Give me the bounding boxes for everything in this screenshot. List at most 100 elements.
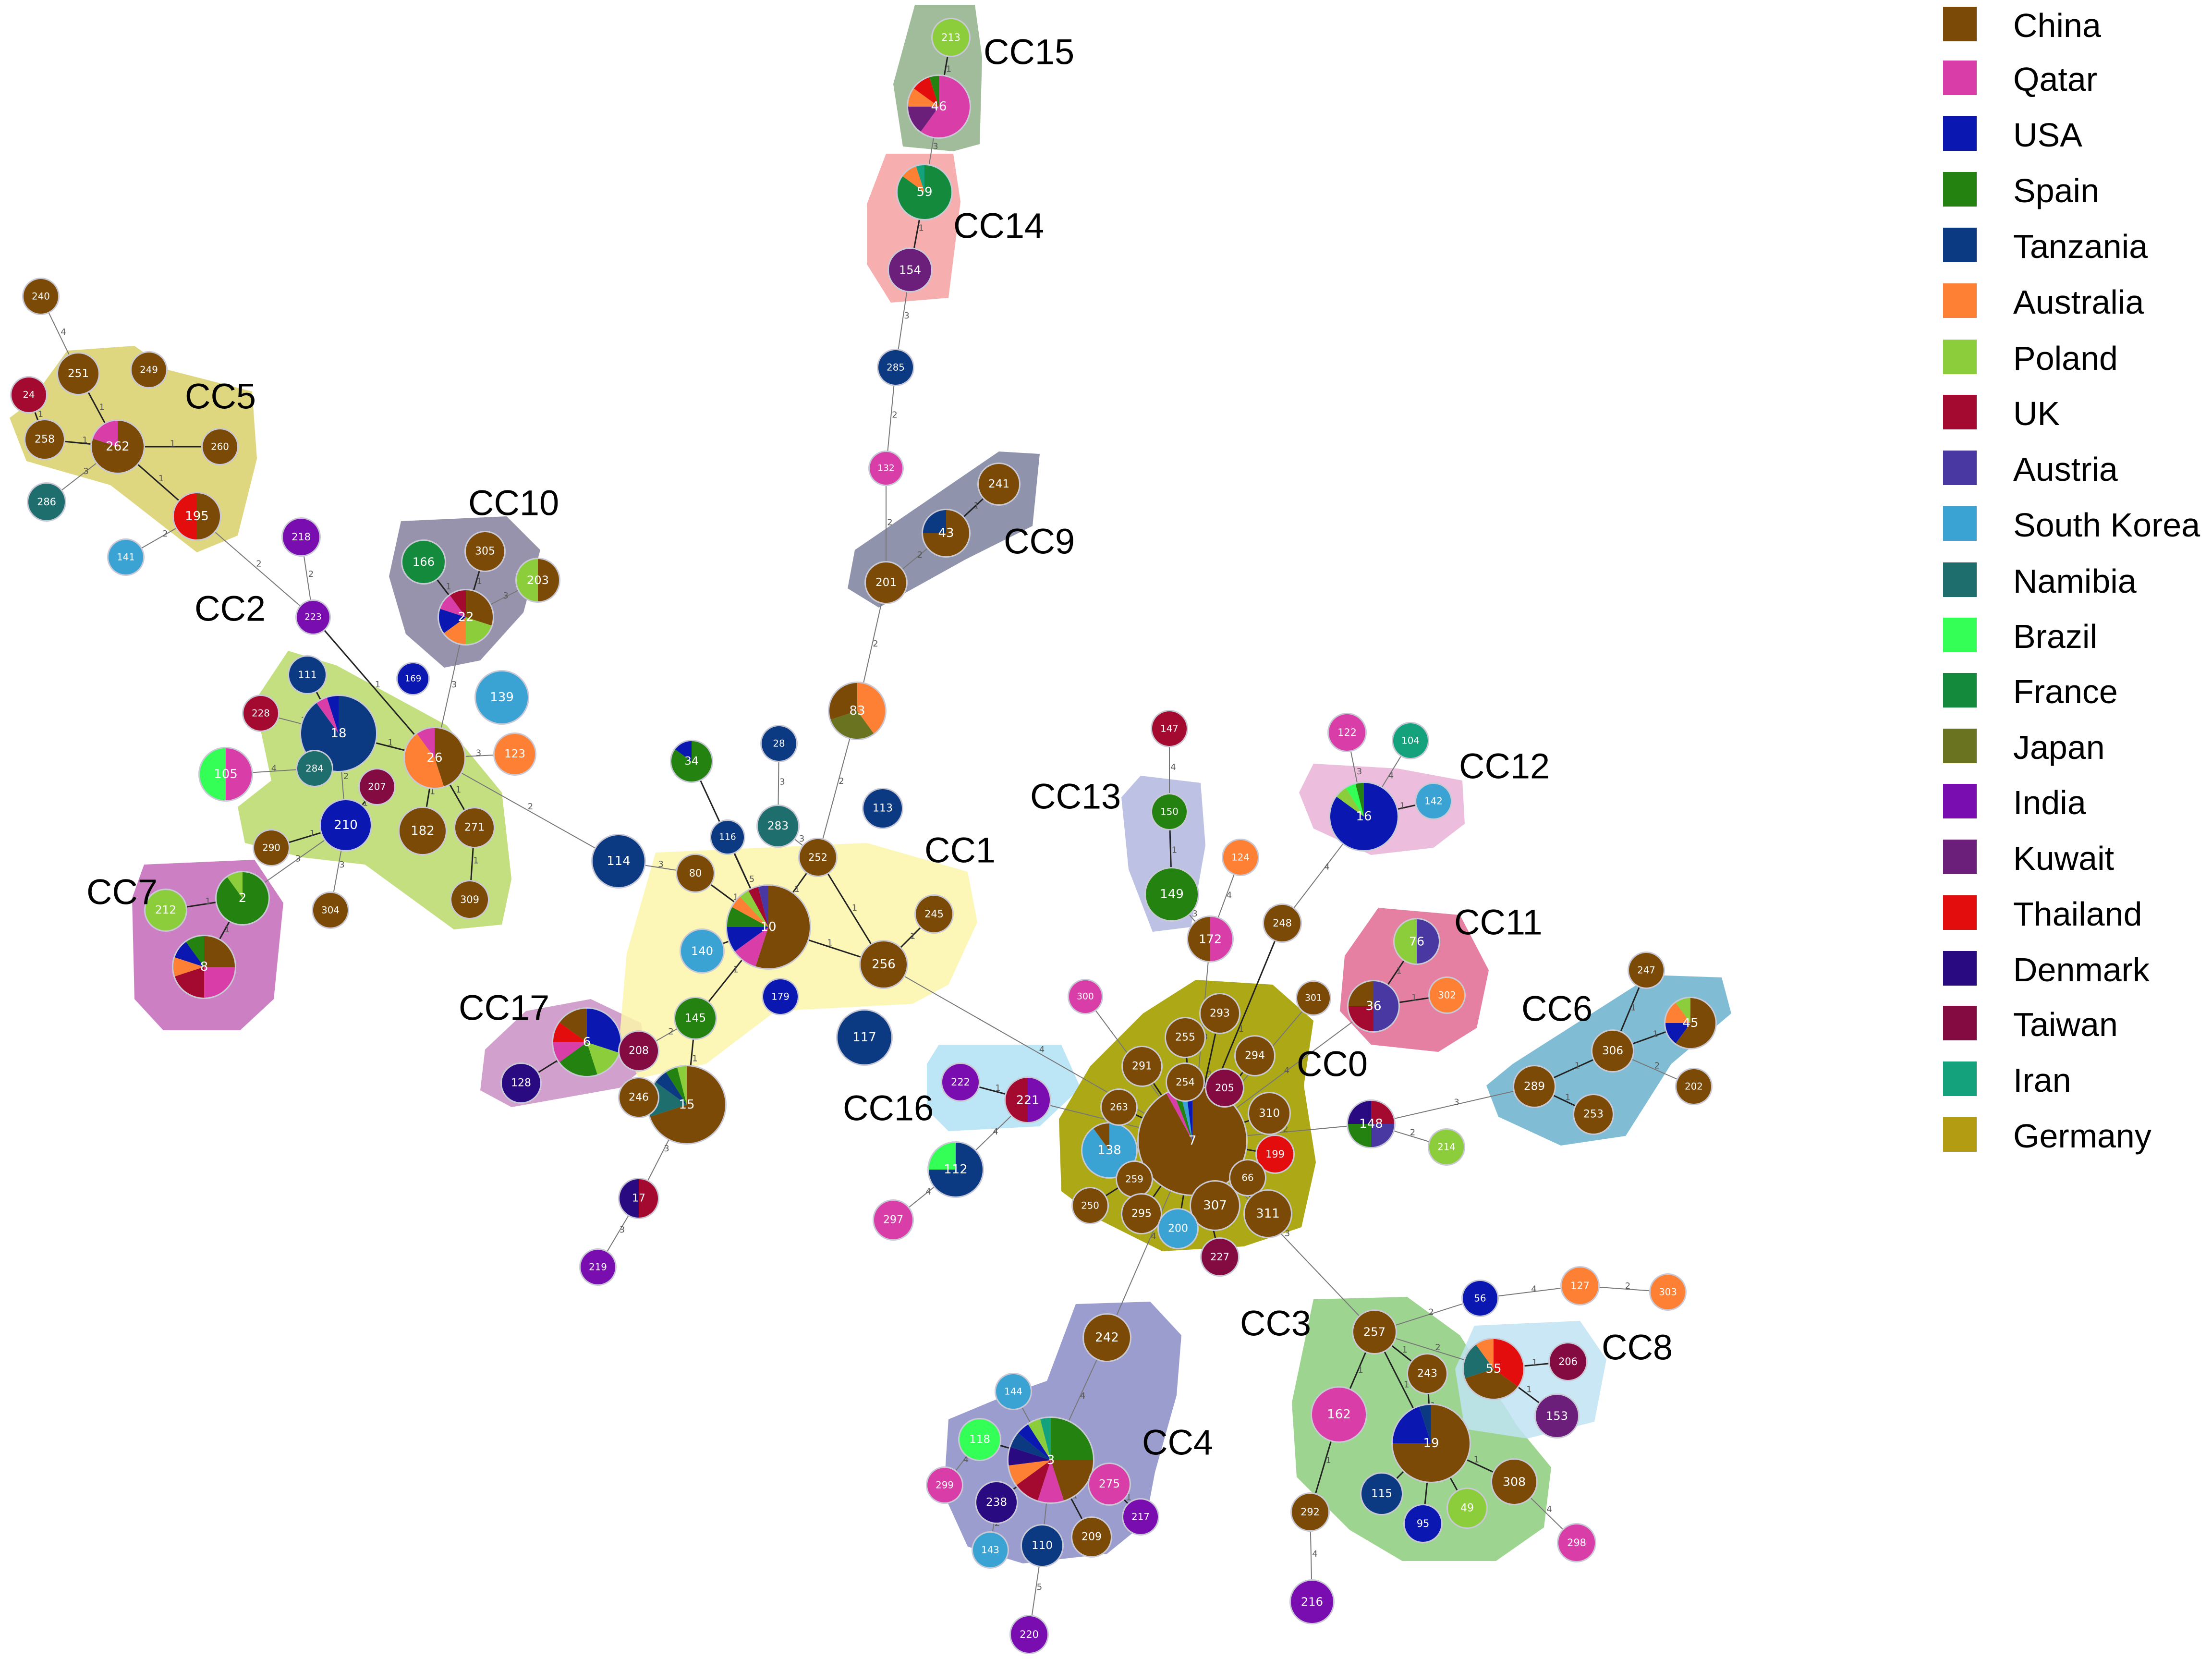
node-id-label: 149 (1160, 887, 1184, 902)
node-id-label: 43 (938, 526, 954, 540)
node-id-label: 292 (1300, 1506, 1320, 1518)
node-id-label: 295 (1131, 1208, 1152, 1220)
legend-swatch (1943, 618, 1977, 652)
pie-slice-qatar (1037, 1460, 1064, 1502)
node-st-207: 207 (358, 768, 396, 805)
node-id-label: 55 (1485, 1362, 1501, 1376)
node-id-label: 123 (504, 748, 525, 760)
legend-swatch (1943, 283, 1977, 318)
edge-label: 1 (205, 896, 210, 906)
node-id-label: 223 (304, 612, 322, 622)
edge-label: 4 (993, 1127, 998, 1137)
node-id-label: 122 (1337, 727, 1357, 738)
node-st-34: 34 (670, 740, 713, 783)
edge-label: 3 (503, 591, 508, 601)
pie-slice-india (1028, 1078, 1050, 1122)
node-fill (861, 941, 907, 988)
cc-label: CC4 (1142, 1423, 1213, 1463)
edge (196, 516, 314, 618)
node-id-label: 243 (1417, 1368, 1437, 1380)
pie-slice-austria (1373, 981, 1398, 1031)
cc-label: CC6 (1521, 989, 1592, 1029)
node-fill (1430, 978, 1464, 1012)
pie-slice-uk (639, 1179, 658, 1218)
pie-slice-qatar (735, 927, 768, 966)
node-fill (502, 1064, 540, 1102)
edge-label: 4 (925, 1187, 931, 1197)
node-fill (1448, 1489, 1486, 1527)
node-st-3: 3 (1007, 1416, 1094, 1504)
node-fill (1201, 994, 1239, 1033)
legend-swatch (1943, 895, 1977, 930)
node-fill (398, 663, 428, 694)
cc-label: CC15 (984, 32, 1074, 72)
node-st-145: 145 (674, 997, 717, 1040)
legend-item-taiwan: Taiwan (1940, 1004, 2209, 1052)
pie-slice-spain (1348, 1124, 1371, 1147)
node-st-19: 19 (1391, 1403, 1471, 1483)
edge-label: 4 (1080, 1391, 1085, 1401)
node-fill (455, 808, 494, 847)
pie-slice-spain (727, 907, 768, 927)
pie-slice-uk (1016, 1460, 1051, 1500)
node-id-label: 36 (1365, 999, 1381, 1013)
node-st-256: 256 (859, 940, 908, 989)
pie-slice-china (1094, 1123, 1109, 1150)
node-fill (863, 789, 902, 828)
cc-label: CC5 (185, 377, 256, 416)
node-st-309: 309 (450, 880, 489, 919)
edge-label: 1 (1358, 1366, 1363, 1376)
node-fill (24, 279, 58, 314)
node-st-46: 46 (907, 74, 971, 139)
node-id-label: 294 (1245, 1050, 1265, 1062)
edge-label: 1 (1630, 1003, 1636, 1013)
edge-label: 1 (456, 785, 461, 795)
edge-label: 1 (692, 1054, 697, 1064)
node-fill (927, 1468, 962, 1502)
edge-label: 4 (1151, 1232, 1156, 1242)
node-fill (1073, 1188, 1107, 1223)
pie-slice-france (898, 165, 952, 219)
pie-slice-australia (1009, 1460, 1051, 1485)
pie-slice-usa (175, 942, 204, 967)
node-st-295: 295 (1121, 1193, 1162, 1234)
node-st-260: 260 (201, 428, 239, 465)
edge-label: 1 (946, 64, 951, 74)
node-id-label: 310 (1259, 1107, 1280, 1120)
node-id-label: 311 (1256, 1207, 1280, 1221)
node-fill (979, 464, 1019, 504)
node-id-label: 153 (1546, 1409, 1568, 1423)
node-fill (1022, 1525, 1062, 1566)
pie-slice-denmark (620, 1179, 639, 1218)
pie-slice-china (559, 1009, 587, 1042)
node-fill (132, 353, 166, 387)
edge-label: 3 (799, 834, 804, 844)
pie-slice-qatar (440, 595, 466, 617)
edge-label: 1 (476, 576, 482, 586)
node-fill (495, 734, 535, 774)
pie-slice-qatar (1210, 917, 1232, 961)
node-st-8: 8 (172, 935, 236, 999)
edge-label: 3 (295, 854, 301, 864)
pie-slice-poland (1395, 919, 1417, 964)
node-fill (838, 1011, 891, 1064)
edge-label: 2 (892, 410, 897, 420)
legend-item-japan: Japan (1940, 727, 2209, 775)
legend-item-india: India (1940, 782, 2209, 830)
node-st-111: 111 (288, 655, 327, 695)
node-fill (1536, 1395, 1578, 1437)
pie-slice-poland (740, 890, 768, 927)
edge-label: 3 (1192, 909, 1197, 919)
pie-slice-china (650, 1066, 725, 1143)
node-st-55: 55 (1462, 1338, 1525, 1400)
node-fill (451, 881, 488, 918)
edge-label: 1 (473, 856, 478, 866)
edge-label: 1 (1239, 1024, 1244, 1034)
node-id-label: 154 (899, 263, 921, 277)
edge-label: 3 (620, 1225, 625, 1235)
node-id-label: 166 (413, 555, 435, 569)
node-fill (1463, 1281, 1497, 1316)
edge-label: 1 (363, 798, 368, 808)
node-fill (1152, 794, 1187, 829)
node-id-label: 250 (1081, 1200, 1099, 1211)
